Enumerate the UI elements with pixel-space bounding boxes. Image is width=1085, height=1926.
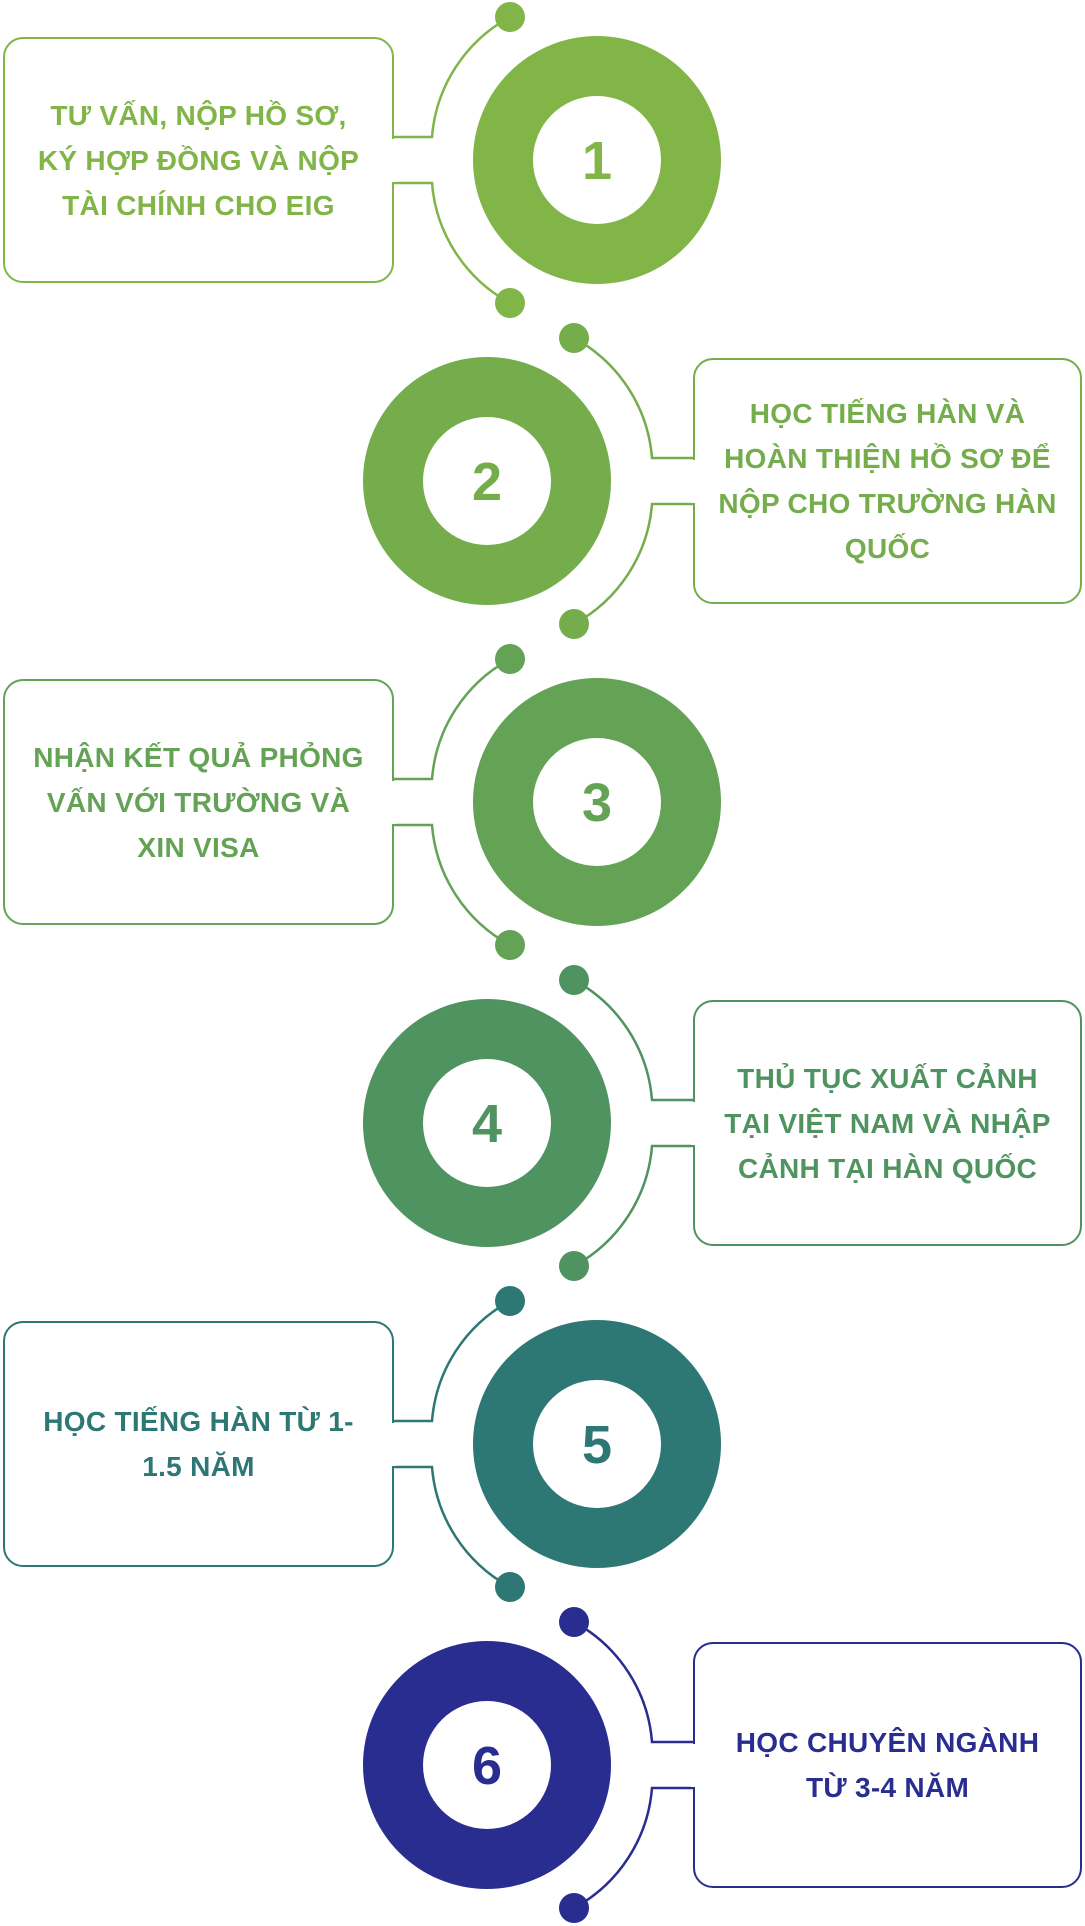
step-1: 1 [394, 2, 721, 318]
step-number: 6 [472, 1736, 502, 1796]
step-2: 2 [363, 323, 693, 639]
connector-dot-top [495, 1286, 525, 1316]
step-ring-hole [423, 1059, 551, 1187]
box-notch [390, 138, 396, 182]
connector-arc-bottom [573, 502, 693, 626]
step-box: HỌC TIẾNG HÀN TỪ 1-1.5 NĂM [3, 1321, 394, 1567]
connector-dot-top [495, 2, 525, 32]
step-text: THỦ TỤC XUẤT CẢNH TẠI VIỆT NAM VÀ NHẬP C… [724, 1062, 1051, 1184]
connector-arc-bottom [394, 181, 511, 305]
connector-arc-top [573, 978, 693, 1102]
step-4: 4 [363, 965, 693, 1281]
step-box: HỌC TIẾNG HÀN VÀ HOÀN THIỆN HỒ SƠ ĐỂ NỘP… [693, 358, 1082, 604]
connector-arc-top [394, 657, 511, 781]
step-number: 2 [472, 452, 502, 512]
step-box: THỦ TỤC XUẤT CẢNH TẠI VIỆT NAM VÀ NHẬP C… [693, 1000, 1082, 1246]
connector-arc-top [573, 1620, 693, 1744]
connector-arc-top [394, 1299, 511, 1423]
step-6: 6 [363, 1607, 693, 1923]
step-text: NHẬN KẾT QUẢ PHỎNG VẤN VỚI TRƯỜNG VÀ XIN… [33, 741, 364, 863]
step-ring-hole [533, 1380, 661, 1508]
connector-dot-top [495, 644, 525, 674]
connector-dot-bottom [559, 609, 589, 639]
box-notch [390, 1422, 396, 1466]
step-ring-hole [423, 417, 551, 545]
connector-dot-bottom [495, 930, 525, 960]
step-number: 4 [472, 1094, 502, 1154]
connector-dot-bottom [559, 1893, 589, 1923]
connector-dot-bottom [495, 1572, 525, 1602]
step-ring-hole [533, 738, 661, 866]
connector-dot-bottom [495, 288, 525, 318]
box-notch [691, 459, 697, 503]
connector-arc-bottom [573, 1144, 693, 1268]
step-5: 5 [394, 1286, 721, 1602]
step-number: 1 [582, 131, 612, 191]
step-text: HỌC TIẾNG HÀN VÀ HOÀN THIỆN HỒ SƠ ĐỂ NỘP… [718, 398, 1057, 564]
step-number: 3 [582, 773, 612, 833]
connector-arc-top [573, 336, 693, 460]
connector-dot-top [559, 1607, 589, 1637]
step-text: HỌC CHUYÊN NGÀNH TỪ 3-4 NĂM [735, 1727, 1040, 1803]
connector-dot-top [559, 323, 589, 353]
box-notch [691, 1101, 697, 1145]
connector-arc-top [394, 15, 511, 139]
step-3: 3 [394, 644, 721, 960]
connector-dot-bottom [559, 1251, 589, 1281]
step-box: TƯ VẤN, NỘP HỒ SƠ, KÝ HỢP ĐỒNG VÀ NỘP TÀ… [3, 37, 394, 283]
step-ring-hole [533, 96, 661, 224]
connector-arc-bottom [394, 1465, 511, 1589]
box-notch [390, 780, 396, 824]
step-number: 5 [582, 1415, 612, 1475]
step-text: HỌC TIẾNG HÀN TỪ 1-1.5 NĂM [43, 1406, 354, 1482]
box-notch [691, 1743, 697, 1787]
step-box: NHẬN KẾT QUẢ PHỎNG VẤN VỚI TRƯỜNG VÀ XIN… [3, 679, 394, 925]
connector-arc-bottom [394, 823, 511, 947]
step-text: TƯ VẤN, NỘP HỒ SƠ, KÝ HỢP ĐỒNG VÀ NỘP TÀ… [37, 99, 360, 221]
step-ring-hole [423, 1701, 551, 1829]
step-box: HỌC CHUYÊN NGÀNH TỪ 3-4 NĂM [693, 1642, 1082, 1888]
connector-arc-bottom [573, 1786, 693, 1910]
connector-dot-top [559, 965, 589, 995]
